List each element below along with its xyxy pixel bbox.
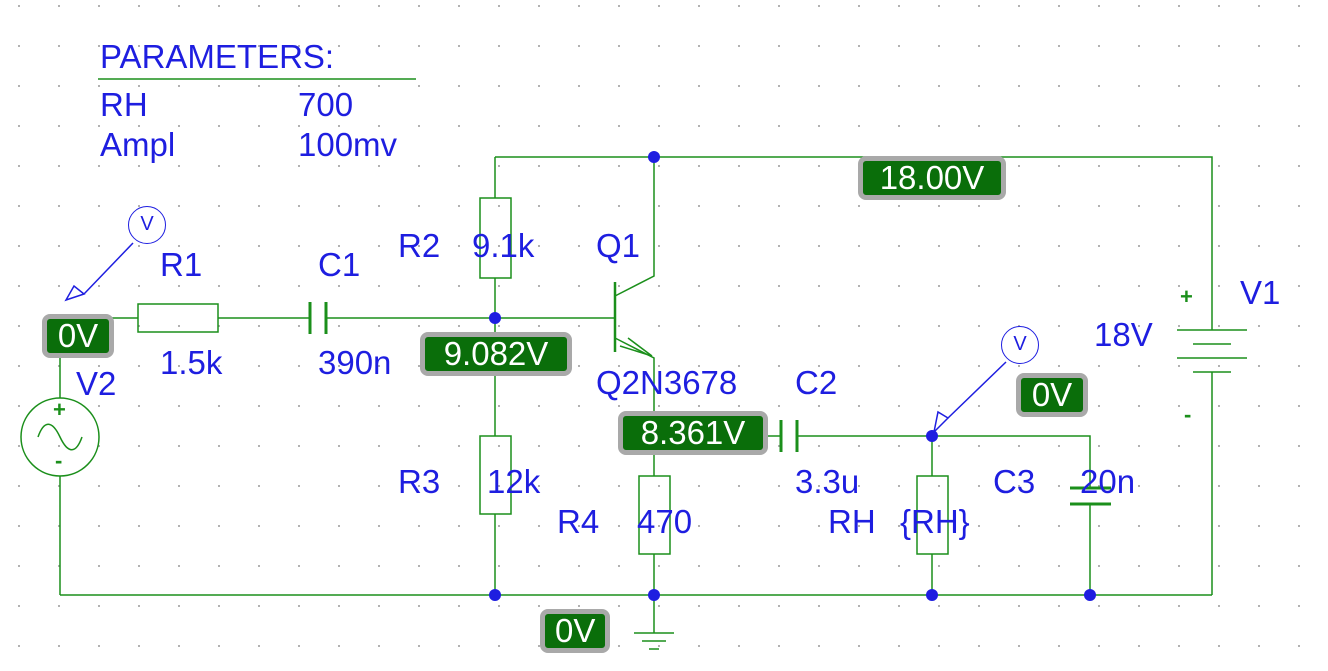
r1-ref: R1 [160,246,203,283]
c2-value: 3.3u [795,463,860,500]
v1-battery [1177,329,1247,373]
c1-ref: C1 [318,246,361,283]
vm-right-lead [947,361,1007,419]
meter-leads [64,242,1007,435]
c3-ref: C3 [993,463,1036,500]
components [20,197,1247,650]
v2-plus-sign: + [53,397,66,422]
param-rh-name: RH [100,86,148,123]
c3-value: 20n [1080,463,1136,500]
r4-body [638,475,671,555]
rh-ref: RH [828,503,876,540]
probe-output[interactable]: 0V [1016,373,1088,417]
v2-ac-source [20,397,100,477]
wire-vcc-rail [495,156,1213,330]
v1-ref: V1 [1240,274,1281,311]
param-rh-value: 700 [298,86,354,123]
rh-value: {RH} [900,503,970,540]
vm-left-lead [83,242,134,295]
wire-c2-to-out [797,435,1091,488]
c1-plates [308,302,328,334]
voltmeter-left[interactable]: V [128,206,166,244]
voltmeter-right[interactable]: V [1001,326,1039,364]
parameters-heading: PARAMETERS: [100,38,335,75]
v1-value: 18V [1094,316,1153,353]
vm-left-probe-arrow [64,284,86,302]
r3-body [479,435,512,515]
v2-minus-sign: - [55,448,63,473]
q1-model: Q2N3678 [596,364,738,401]
rh-body [916,475,949,555]
r1-body [137,303,219,333]
wires [59,156,1213,633]
junctions [489,151,1096,601]
vm-right-probe-arrow [932,410,950,435]
c1-value: 390n [318,344,392,381]
probe-ground[interactable]: 0V [540,609,610,653]
ground-symbol [634,632,674,650]
r4-ref: R4 [557,503,600,540]
probe-source[interactable]: 0V [42,314,114,358]
r3-ref: R3 [398,463,441,500]
r1-value: 1.5k [160,344,223,381]
param-ampl-name: Ampl [100,126,176,163]
probe-emitter[interactable]: 8.361V [618,411,768,455]
q1-transistor [613,282,653,357]
r2-body [479,197,512,279]
v1-plus-sign: + [1180,284,1193,309]
r2-value: 9.1k [472,227,535,264]
wire-collector [614,157,655,297]
r4-value: 470 [637,503,693,540]
c2-plates [779,420,799,452]
param-ampl-value: 100mv [298,126,398,163]
q1-ref: Q1 [596,227,641,264]
v1-minus-sign: - [1184,402,1192,427]
sine-icon [37,423,83,451]
v2-ref: V2 [76,365,117,402]
c2-ref: C2 [795,364,838,401]
q1-emitter-arrow [619,337,653,357]
r2-ref: R2 [398,227,441,264]
probe-vcc[interactable]: 18.00V [858,156,1006,200]
c3-plates [1070,486,1111,506]
probe-base[interactable]: 9.082V [420,332,572,376]
r3-value: 12k [487,463,541,500]
